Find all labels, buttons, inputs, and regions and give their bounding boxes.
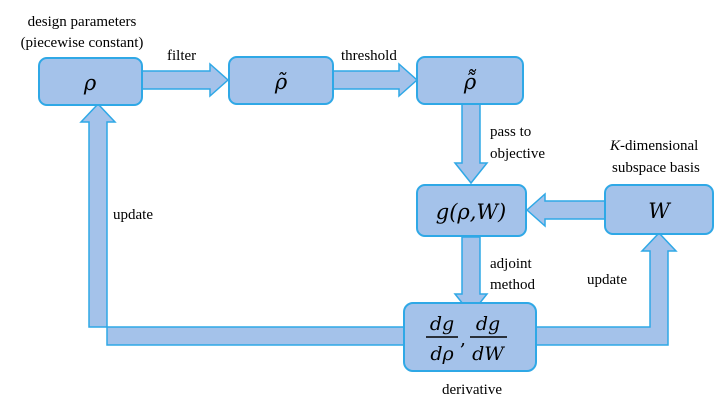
update-rho-arrow: [79, 102, 405, 346]
objective-node: [416, 184, 527, 237]
pass-to-label: pass to: [490, 124, 531, 140]
design-parameters-label: design parameters: [28, 14, 137, 30]
rho-tilde-tilde-node: [416, 56, 524, 105]
update-right-label: update: [587, 272, 627, 288]
k-dimensional-label: K-dimensional: [609, 138, 698, 154]
piecewise-constant-label: (piecewise constant): [21, 35, 144, 51]
deriv-separator: ,: [460, 328, 466, 350]
method-label: method: [490, 277, 535, 293]
pass-to-objective-arrow: [453, 103, 489, 185]
rho-tilde-node: [228, 56, 334, 105]
basis-to-objective-arrow: [525, 192, 606, 228]
deriv-numerator-2: dg: [476, 313, 500, 335]
rho-tilde-tilde-symbol: ρ̃̃: [463, 69, 477, 94]
deriv-denominator-1: dρ: [430, 343, 454, 365]
objective-symbol: g(ρ,W): [436, 200, 506, 224]
rho-tilde-symbol: ρ̃: [274, 70, 288, 94]
derivative-label: derivative: [442, 382, 502, 398]
update-left-label: update: [113, 207, 153, 223]
basis-node: [604, 184, 714, 235]
deriv-denominator-2: dW: [472, 343, 505, 365]
rho-node: [38, 57, 143, 106]
filter-arrow: [141, 62, 230, 98]
rho-symbol: ρ: [83, 71, 97, 95]
basis-symbol: W: [648, 199, 672, 223]
subspace-basis-label: subspace basis: [612, 160, 700, 176]
filter-label: filter: [167, 48, 196, 64]
deriv-numerator-1: dg: [430, 313, 454, 335]
threshold-label: threshold: [341, 48, 397, 64]
update-basis-arrow: [535, 231, 678, 346]
adjoint-label: adjoint: [490, 256, 532, 272]
objective-label: objective: [490, 146, 545, 162]
threshold-arrow: [332, 62, 419, 98]
